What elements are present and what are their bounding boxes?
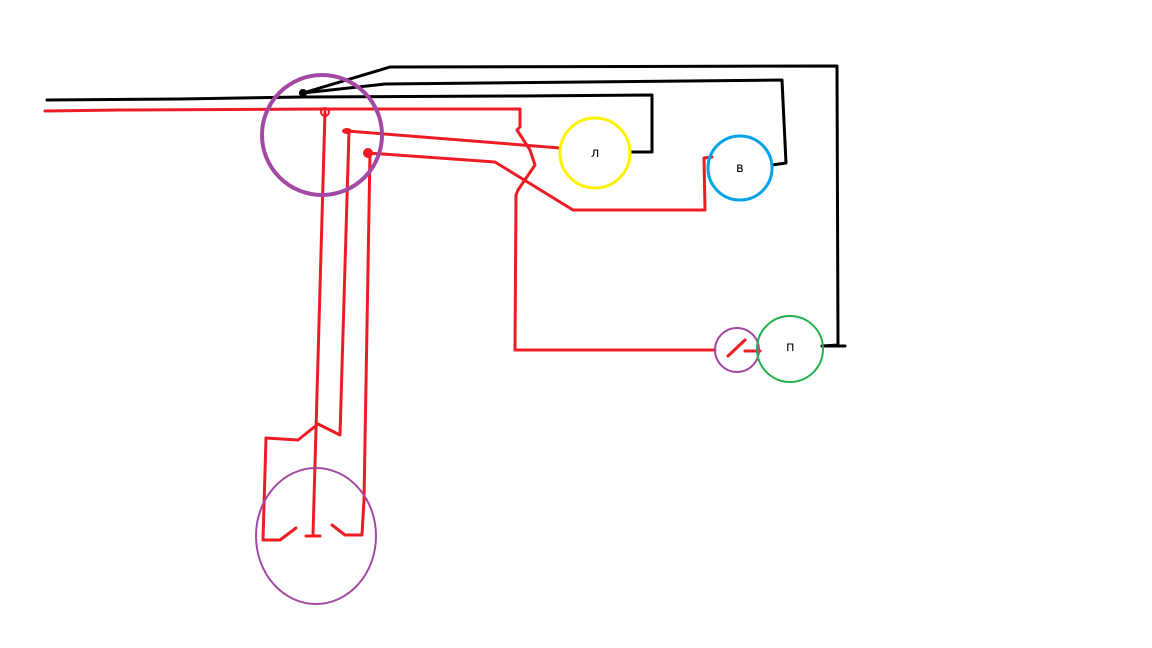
lamp-v-label: в	[736, 161, 744, 176]
phase-wire-to-v	[366, 151, 714, 212]
lamp-v	[706, 134, 774, 202]
neutral-junction-dot	[299, 89, 307, 97]
switch-right-wire	[330, 151, 372, 537]
junction-box	[260, 73, 384, 197]
junction-terminal-1	[320, 107, 330, 117]
junction-terminal-2	[342, 128, 352, 134]
single-switch	[714, 327, 760, 373]
lamp-l-label: л	[591, 146, 599, 161]
switch-p-contact	[726, 338, 747, 358]
phase-main-wire	[43, 107, 717, 352]
neutral-main-wire	[45, 95, 305, 102]
phase-wire-to-l	[345, 129, 562, 150]
neutral-wire-to-p	[301, 64, 847, 348]
switch-common-wire	[311, 110, 327, 537]
switch-left-wire	[261, 129, 351, 542]
lamp-p	[756, 315, 824, 383]
phase-wires	[43, 107, 762, 542]
neutral-wire-to-l	[301, 93, 654, 154]
lamp-l	[558, 116, 632, 190]
lamp-p-label: п	[786, 340, 795, 355]
double-switch	[255, 467, 377, 605]
junction-terminal-3	[363, 148, 373, 158]
